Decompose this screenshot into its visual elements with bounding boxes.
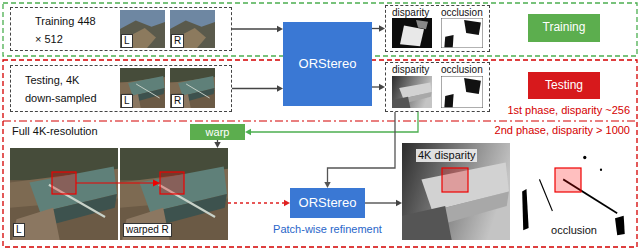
4k-disparity-image xyxy=(402,143,510,240)
testing-left-image xyxy=(120,68,165,108)
annotation: 1st phase, disparity ~256 xyxy=(507,104,630,117)
node-text: occlusion xyxy=(549,224,599,237)
node-text: warped R xyxy=(123,223,172,237)
arrowhead xyxy=(396,200,402,206)
phase-divider xyxy=(3,120,637,121)
node-text: Testing, 4K down-sampled xyxy=(25,71,105,107)
network-box: ORStereoPatch-wise refinement xyxy=(290,188,365,218)
connector xyxy=(232,26,283,32)
node-text: ORStereo xyxy=(299,196,357,210)
node-text: L xyxy=(13,223,25,237)
connector xyxy=(228,200,290,206)
node-text: disparity xyxy=(392,6,429,19)
connector-line xyxy=(228,202,284,203)
connector xyxy=(372,25,385,31)
connector-line xyxy=(328,112,396,182)
connector xyxy=(372,84,385,90)
connector-line xyxy=(217,140,218,142)
connector-line xyxy=(251,112,418,132)
image-panel: occlusion xyxy=(520,143,628,240)
training-left-image xyxy=(120,10,165,48)
training-disparity-image xyxy=(392,18,432,48)
connector-line xyxy=(365,202,396,203)
connector-line xyxy=(232,28,277,29)
stage-tag: Training xyxy=(528,14,600,42)
connector xyxy=(214,140,220,148)
testing-disparity-image xyxy=(392,76,432,108)
connector-line xyxy=(372,86,379,87)
view-tag: L xyxy=(121,34,133,48)
node-text: warp xyxy=(206,126,230,138)
testing-occlusion-image xyxy=(441,76,483,108)
connector xyxy=(365,200,402,206)
annotation: Full 4K-resolution xyxy=(12,125,98,138)
output-box: disparity occlusion xyxy=(385,62,490,112)
image-panel: 4K disparity xyxy=(402,143,510,240)
patch-arrowhead xyxy=(153,180,160,187)
arrowhead xyxy=(214,142,220,148)
stage-tag: Testing xyxy=(528,72,600,99)
output-box: disparity occlusion xyxy=(385,5,490,52)
node-text: Training xyxy=(543,21,586,34)
4k-occlusion-image xyxy=(520,143,628,240)
arrowhead xyxy=(245,129,251,135)
connector xyxy=(232,85,283,91)
network-box: ORStereo xyxy=(283,22,372,106)
warped-right-image xyxy=(120,148,228,240)
patch-arrow xyxy=(76,182,153,183)
patch-square xyxy=(442,168,468,192)
image-panel: warped R xyxy=(120,148,228,240)
warp-box: warp xyxy=(190,124,245,140)
node-text: Training 448 × 512 xyxy=(35,12,99,48)
view-tag: R xyxy=(171,94,184,108)
connector-line xyxy=(372,28,379,29)
node-text: Testing xyxy=(545,79,583,92)
training-right-image xyxy=(170,10,215,48)
connector-line xyxy=(232,88,277,89)
training-occlusion-image xyxy=(441,18,483,48)
annotation: 2nd phase, disparity > 1000 xyxy=(495,124,630,137)
node-subtext: occlusion xyxy=(441,63,483,76)
patch-square xyxy=(52,172,76,194)
connector xyxy=(245,112,418,135)
view-tag: R xyxy=(171,34,184,48)
patch-square xyxy=(555,168,581,192)
full-left-image xyxy=(10,148,118,240)
connector xyxy=(324,112,395,188)
node-subtext: occlusion xyxy=(441,6,483,19)
node-subtext: Patch-wise refinement xyxy=(273,223,382,236)
node-text: disparity xyxy=(392,63,429,76)
patch-square xyxy=(160,172,184,194)
testing-right-image xyxy=(170,68,215,108)
image-panel: L xyxy=(10,148,118,240)
node-text: 4K disparity xyxy=(416,149,477,162)
view-tag: L xyxy=(121,94,133,108)
node-text: ORStereo xyxy=(299,57,357,71)
